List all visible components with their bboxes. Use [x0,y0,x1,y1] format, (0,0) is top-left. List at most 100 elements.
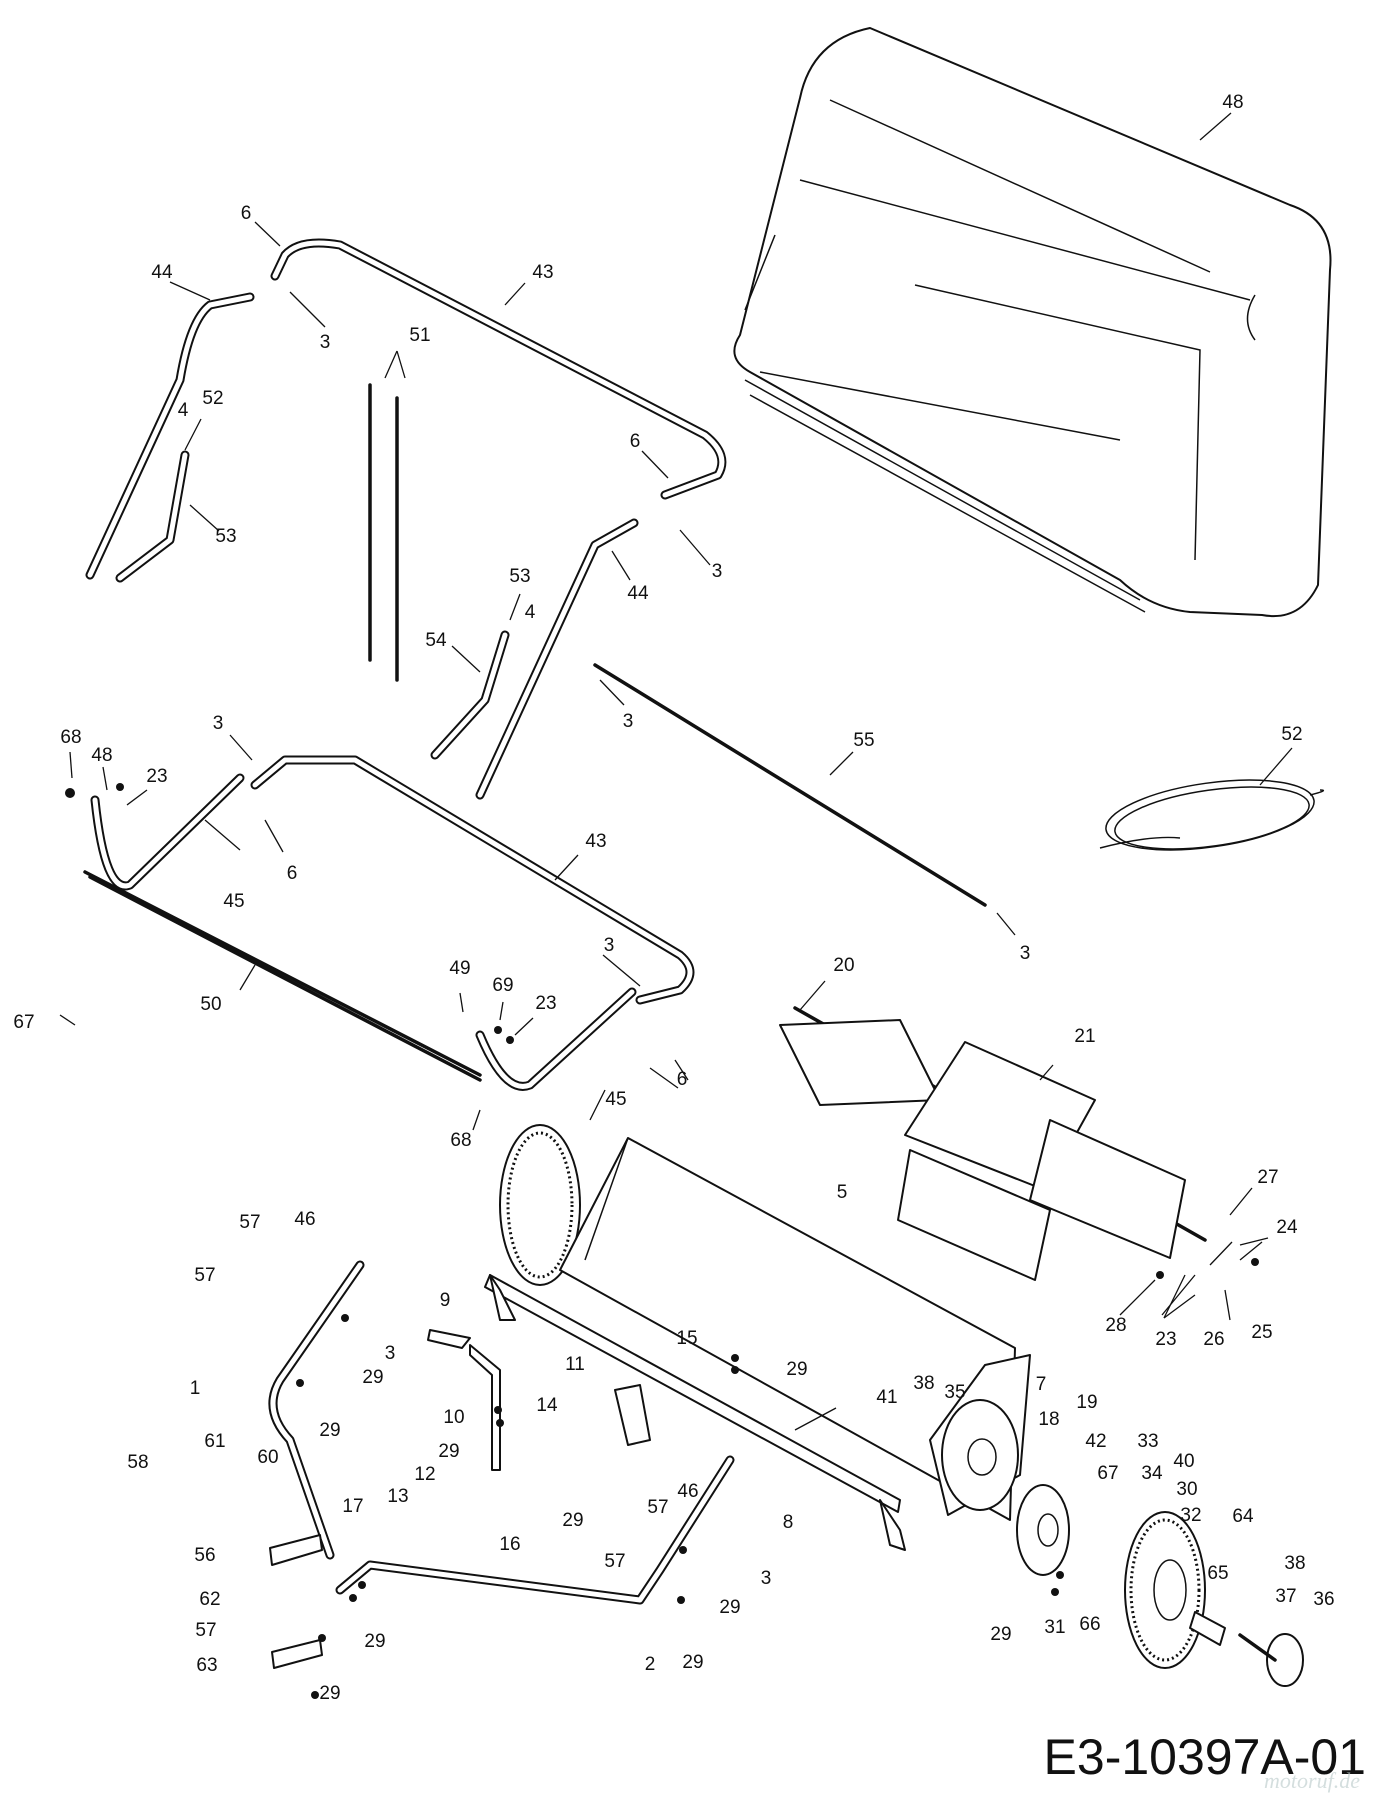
callout-68: 68 [60,727,81,748]
callout-50: 51 [409,325,430,346]
callout-62: 63 [196,1655,217,1676]
callout-6: 6 [241,203,252,224]
callout-13: 13 [387,1486,408,1507]
callout-67: 67 [13,1012,34,1033]
callout-38: 38 [1284,1553,1305,1574]
callout-22: 23 [1155,1329,1176,1350]
callout-15: 15 [676,1328,697,1349]
callout-42: 42 [1085,1431,1106,1452]
callout-3: 3 [385,1343,396,1364]
callout-57: 57 [194,1265,215,1286]
callout-63: 64 [1232,1506,1254,1527]
lower-handle-tubes [83,755,695,1091]
axle-bar-part [484,1274,906,1551]
callout-48: 48 [91,745,112,766]
callout-4: 4 [525,602,536,623]
callout-29: 29 [438,1441,459,1462]
callout-26: 27 [1257,1167,1278,1188]
callout-6: 6 [287,863,298,884]
callout-18: 18 [1038,1409,1059,1430]
callout-67: 68 [450,1130,471,1151]
callout-24: 25 [1251,1322,1272,1343]
callout-4: 4 [178,400,189,421]
tow-handle-part [268,1260,735,1669]
callout-1: 1 [190,1378,201,1399]
callout-29: 29 [319,1683,340,1704]
callout-3: 3 [213,713,224,734]
callout-66: 67 [1097,1463,1118,1484]
callout-55: 56 [194,1545,215,1566]
callout-23: 23 [535,993,556,1014]
wheel-part [1016,1484,1304,1687]
callout-56: 57 [195,1620,216,1641]
callout-65: 66 [1079,1614,1100,1635]
callout-3: 3 [604,935,615,956]
callout-23: 23 [146,766,167,787]
grass-bag-part [733,27,1332,618]
callout-49: 50 [200,994,221,1015]
callout-3: 3 [761,1568,772,1589]
callout-38: 38 [913,1373,934,1394]
callout-43: 43 [532,262,553,283]
callout-68: 69 [492,975,513,996]
callout-44: 44 [627,583,649,604]
callout-35: 35 [944,1382,965,1403]
callout-6: 6 [677,1069,688,1090]
callout-60: 61 [204,1431,225,1452]
callout-45: 45 [223,891,244,912]
callout-11: 11 [565,1354,585,1375]
callout-37: 37 [1275,1586,1296,1607]
callout-61: 62 [199,1589,220,1610]
upper-handle-tubes [85,238,987,907]
callout-54: 55 [853,730,874,751]
callout-46: 46 [294,1209,315,1230]
hardware-dots [65,783,1259,1699]
cable-coil-part [1099,779,1325,851]
callout-3: 3 [320,332,331,353]
callout-29: 29 [719,1597,740,1618]
callout-28: 29 [562,1510,583,1531]
callout-29: 29 [786,1359,807,1380]
callout-16: 16 [499,1534,520,1555]
callout-30: 30 [1176,1479,1197,1500]
callout-46: 46 [677,1481,698,1502]
callout-64: 65 [1207,1563,1228,1584]
callout-57: 57 [604,1551,625,1572]
callout-3: 3 [623,711,634,732]
callout-25: 26 [1203,1329,1224,1350]
callout-47: 48 [1222,92,1243,113]
callout-52: 52 [202,388,223,409]
callout-labels: 48 6 44 3 43 51 4 52 53 6 3 44 53 4 54 3… [13,92,1334,1704]
leader-lines [59,112,1293,1431]
callout-29: 29 [362,1367,383,1388]
callout-59: 60 [257,1447,278,1468]
callout-14: 14 [536,1395,558,1416]
callout-51: 52 [1281,724,1302,745]
callout-17: 17 [342,1496,363,1517]
callout-20: 20 [833,955,854,976]
callout-57: 57 [647,1497,668,1518]
callout-5: 5 [837,1182,848,1203]
drawing-code-label: E3-10397A-01 [1043,1729,1366,1785]
watermark-text: motoruf.de [1264,1768,1360,1793]
callout-27: 28 [1105,1315,1126,1336]
callout-48: 49 [449,958,470,979]
callout-29: 29 [682,1652,703,1673]
callout-53: 54 [425,630,447,651]
sweeper-housing-part [499,1124,1031,1521]
callout-12: 12 [414,1464,435,1485]
callout-6: 6 [630,431,641,452]
callout-29: 29 [319,1420,340,1441]
callout-31: 31 [1044,1617,1065,1638]
callout-2: 2 [645,1654,656,1675]
callout-3: 3 [1020,943,1031,964]
callout-43: 43 [585,831,606,852]
callout-9: 9 [440,1290,451,1311]
brush-assembly-part [779,1006,1207,1281]
callout-45: 45 [605,1089,626,1110]
callout-57: 57 [239,1212,260,1233]
callout-8: 8 [783,1512,794,1533]
callout-7: 7 [1036,1374,1047,1395]
